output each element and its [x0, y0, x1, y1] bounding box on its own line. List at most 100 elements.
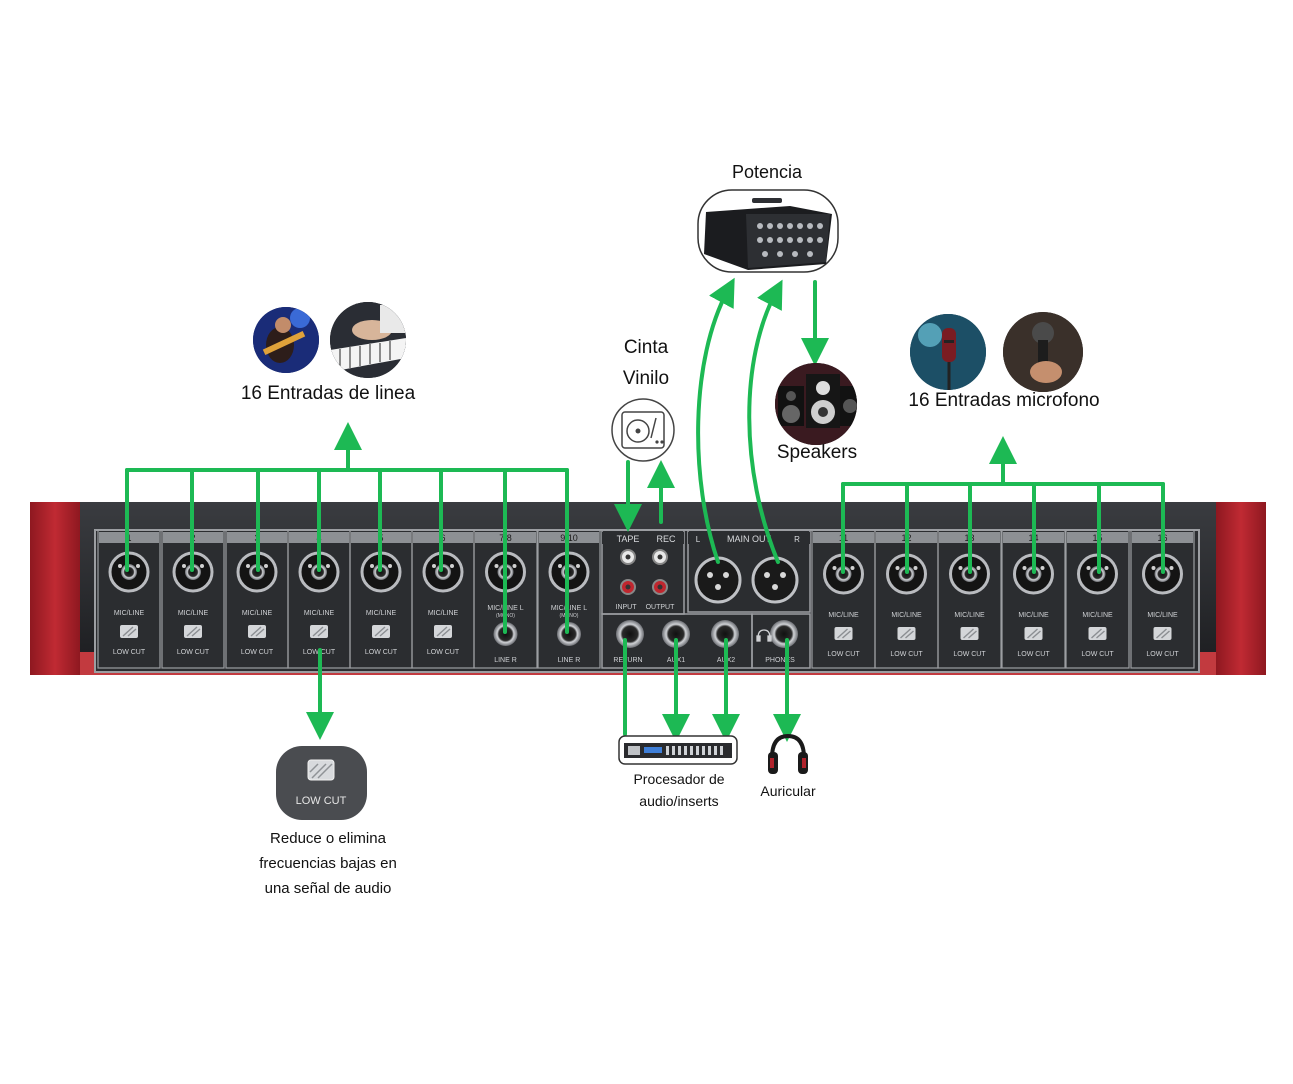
handheld-mic-icon: [1003, 312, 1083, 392]
return-label: RETURN: [613, 657, 642, 664]
line-r-jack[interactable]: [493, 622, 518, 646]
main-out-label: MAIN OUT: [727, 534, 772, 544]
combo-pin: [264, 564, 268, 568]
main-out-section: MAIN OUT L R: [687, 529, 811, 613]
mic-line-label: MIC/LINE: [178, 610, 209, 617]
tape-header-bar: [602, 532, 684, 544]
combo-pin: [450, 564, 454, 568]
main-out-r-label: R: [794, 535, 800, 544]
speakers-icon: [775, 363, 857, 445]
low-cut-label: LOW CUT: [113, 649, 146, 656]
xlr-main-out-r[interactable]: [751, 556, 799, 604]
combo-pin: [1040, 566, 1045, 570]
low-cut-switch-hatch: [900, 628, 911, 639]
tape-input-label: INPUT: [616, 604, 638, 611]
lowcut-desc-line3: una señal de audio: [264, 880, 392, 897]
mixer-left-side-red: [30, 502, 80, 675]
combo-pin: [326, 564, 330, 568]
combo-pin: [1086, 566, 1091, 570]
combo-jack-center: [1025, 566, 1042, 582]
combo-pin: [913, 566, 918, 570]
mic-line-label: MIC/LINE: [828, 612, 859, 619]
keyboard-player-icon: [330, 302, 406, 378]
mic-line-label: MIC/LINE: [242, 610, 273, 617]
mic-inputs-label: 16 Entradas microfono: [908, 390, 1100, 411]
xlr-main-out-r-pins: [764, 572, 786, 590]
low-cut-switch-hatch: [127, 628, 137, 637]
rca-output-r-pin: [657, 584, 663, 590]
jack-phones[interactable]: [770, 620, 798, 648]
combo-jack-center: [185, 564, 201, 580]
speakers-label: Speakers: [776, 442, 858, 463]
combo-pin: [895, 566, 900, 570]
low-cut-switch-hatch: [968, 630, 977, 639]
mixer-rear-panel: [30, 502, 1266, 675]
low-cut-label: LOW CUT: [241, 649, 274, 656]
low-cut-label: LOW CUT: [1017, 651, 1050, 658]
line-inputs-label: 16 Entradas de linea: [240, 383, 416, 404]
arrows: [125, 277, 1165, 742]
mic-line-label: MIC/LINE: [954, 612, 985, 619]
combo-pin: [494, 564, 499, 568]
line-r-jack[interactable]: [557, 622, 581, 646]
rca-input-l-pin: [625, 554, 631, 560]
combo-jack-center: [835, 566, 852, 582]
combo-jack-center: [1089, 566, 1106, 582]
low-cut-label: LOW CUT: [1146, 651, 1179, 658]
low-cut-switch-hatch: [1032, 630, 1041, 639]
lowcut-callout-body: [276, 746, 367, 820]
combo-pin: [308, 564, 312, 568]
combo-pin: [958, 566, 963, 570]
xlr-main-out-l[interactable]: [694, 556, 742, 604]
studio-mic-icon: [910, 314, 986, 390]
mic-line-label: MIC/LINE: [1018, 612, 1049, 619]
combo-pin: [118, 564, 122, 568]
mic-line-label: MIC/LINE: [1082, 612, 1113, 619]
low-cut-switch-hatch: [312, 626, 324, 637]
main-out-l-arrow: [696, 277, 735, 564]
combo-pin: [246, 564, 250, 568]
jack-aux2[interactable]: [711, 620, 739, 648]
lowcut-desc-line1: Reduce o elimina: [270, 830, 386, 847]
mic-line-l-label: MIC/LINE L: [551, 605, 587, 612]
jack-return[interactable]: [616, 620, 644, 648]
low-cut-label: LOW CUT: [177, 649, 210, 656]
turntable-icon: [611, 398, 675, 462]
low-cut-label: LOW CUT: [953, 651, 986, 658]
combo-pin: [576, 564, 580, 568]
tape-label-line2: Vinilo: [622, 368, 670, 389]
combo-pin: [1022, 566, 1027, 570]
power-amplifier-icon: [697, 189, 839, 273]
low-cut-switch-hatch: [436, 626, 448, 637]
low-cut-switch-hatch: [317, 628, 327, 637]
mixer-faceplate: [94, 529, 1200, 673]
combo-jack-center: [373, 564, 389, 580]
mic-line-label: MIC/LINE: [114, 610, 145, 617]
combo-jack-center: [249, 564, 265, 580]
power-label: Potencia: [731, 162, 803, 182]
processor-label-line2: audio/inserts: [639, 793, 719, 809]
low-cut-switch-hatch: [1156, 628, 1167, 639]
low-cut-switch-hatch: [905, 630, 914, 639]
combo-pin: [850, 566, 855, 570]
lowcut-desc-line2: frecuencias bajas en: [259, 855, 397, 872]
low-cut-switch-hatch: [255, 628, 265, 637]
mic-line-label: MIC/LINE: [1147, 612, 1178, 619]
low-cut-label: LOW CUT: [365, 649, 398, 656]
rca-output-l-pin: [657, 554, 663, 560]
xlr-main-out-l-pins: [707, 572, 729, 590]
line-inputs-drops: [125, 468, 569, 634]
combo-pin: [388, 564, 392, 568]
combo-jack-center: [1154, 566, 1171, 582]
low-cut-switch-hatch: [1096, 630, 1105, 639]
mono-label: (MONO): [560, 613, 579, 619]
tape-output-label: OUTPUT: [646, 604, 676, 611]
combo-pin: [558, 564, 562, 568]
combo-pin: [832, 566, 837, 570]
main-out-l-label: L: [696, 535, 701, 544]
jack-aux1[interactable]: [662, 620, 690, 648]
lowcut-description: Reduce o elimina frecuencias bajas en un…: [228, 826, 428, 901]
mic-line-label: MIC/LINE: [304, 610, 335, 617]
